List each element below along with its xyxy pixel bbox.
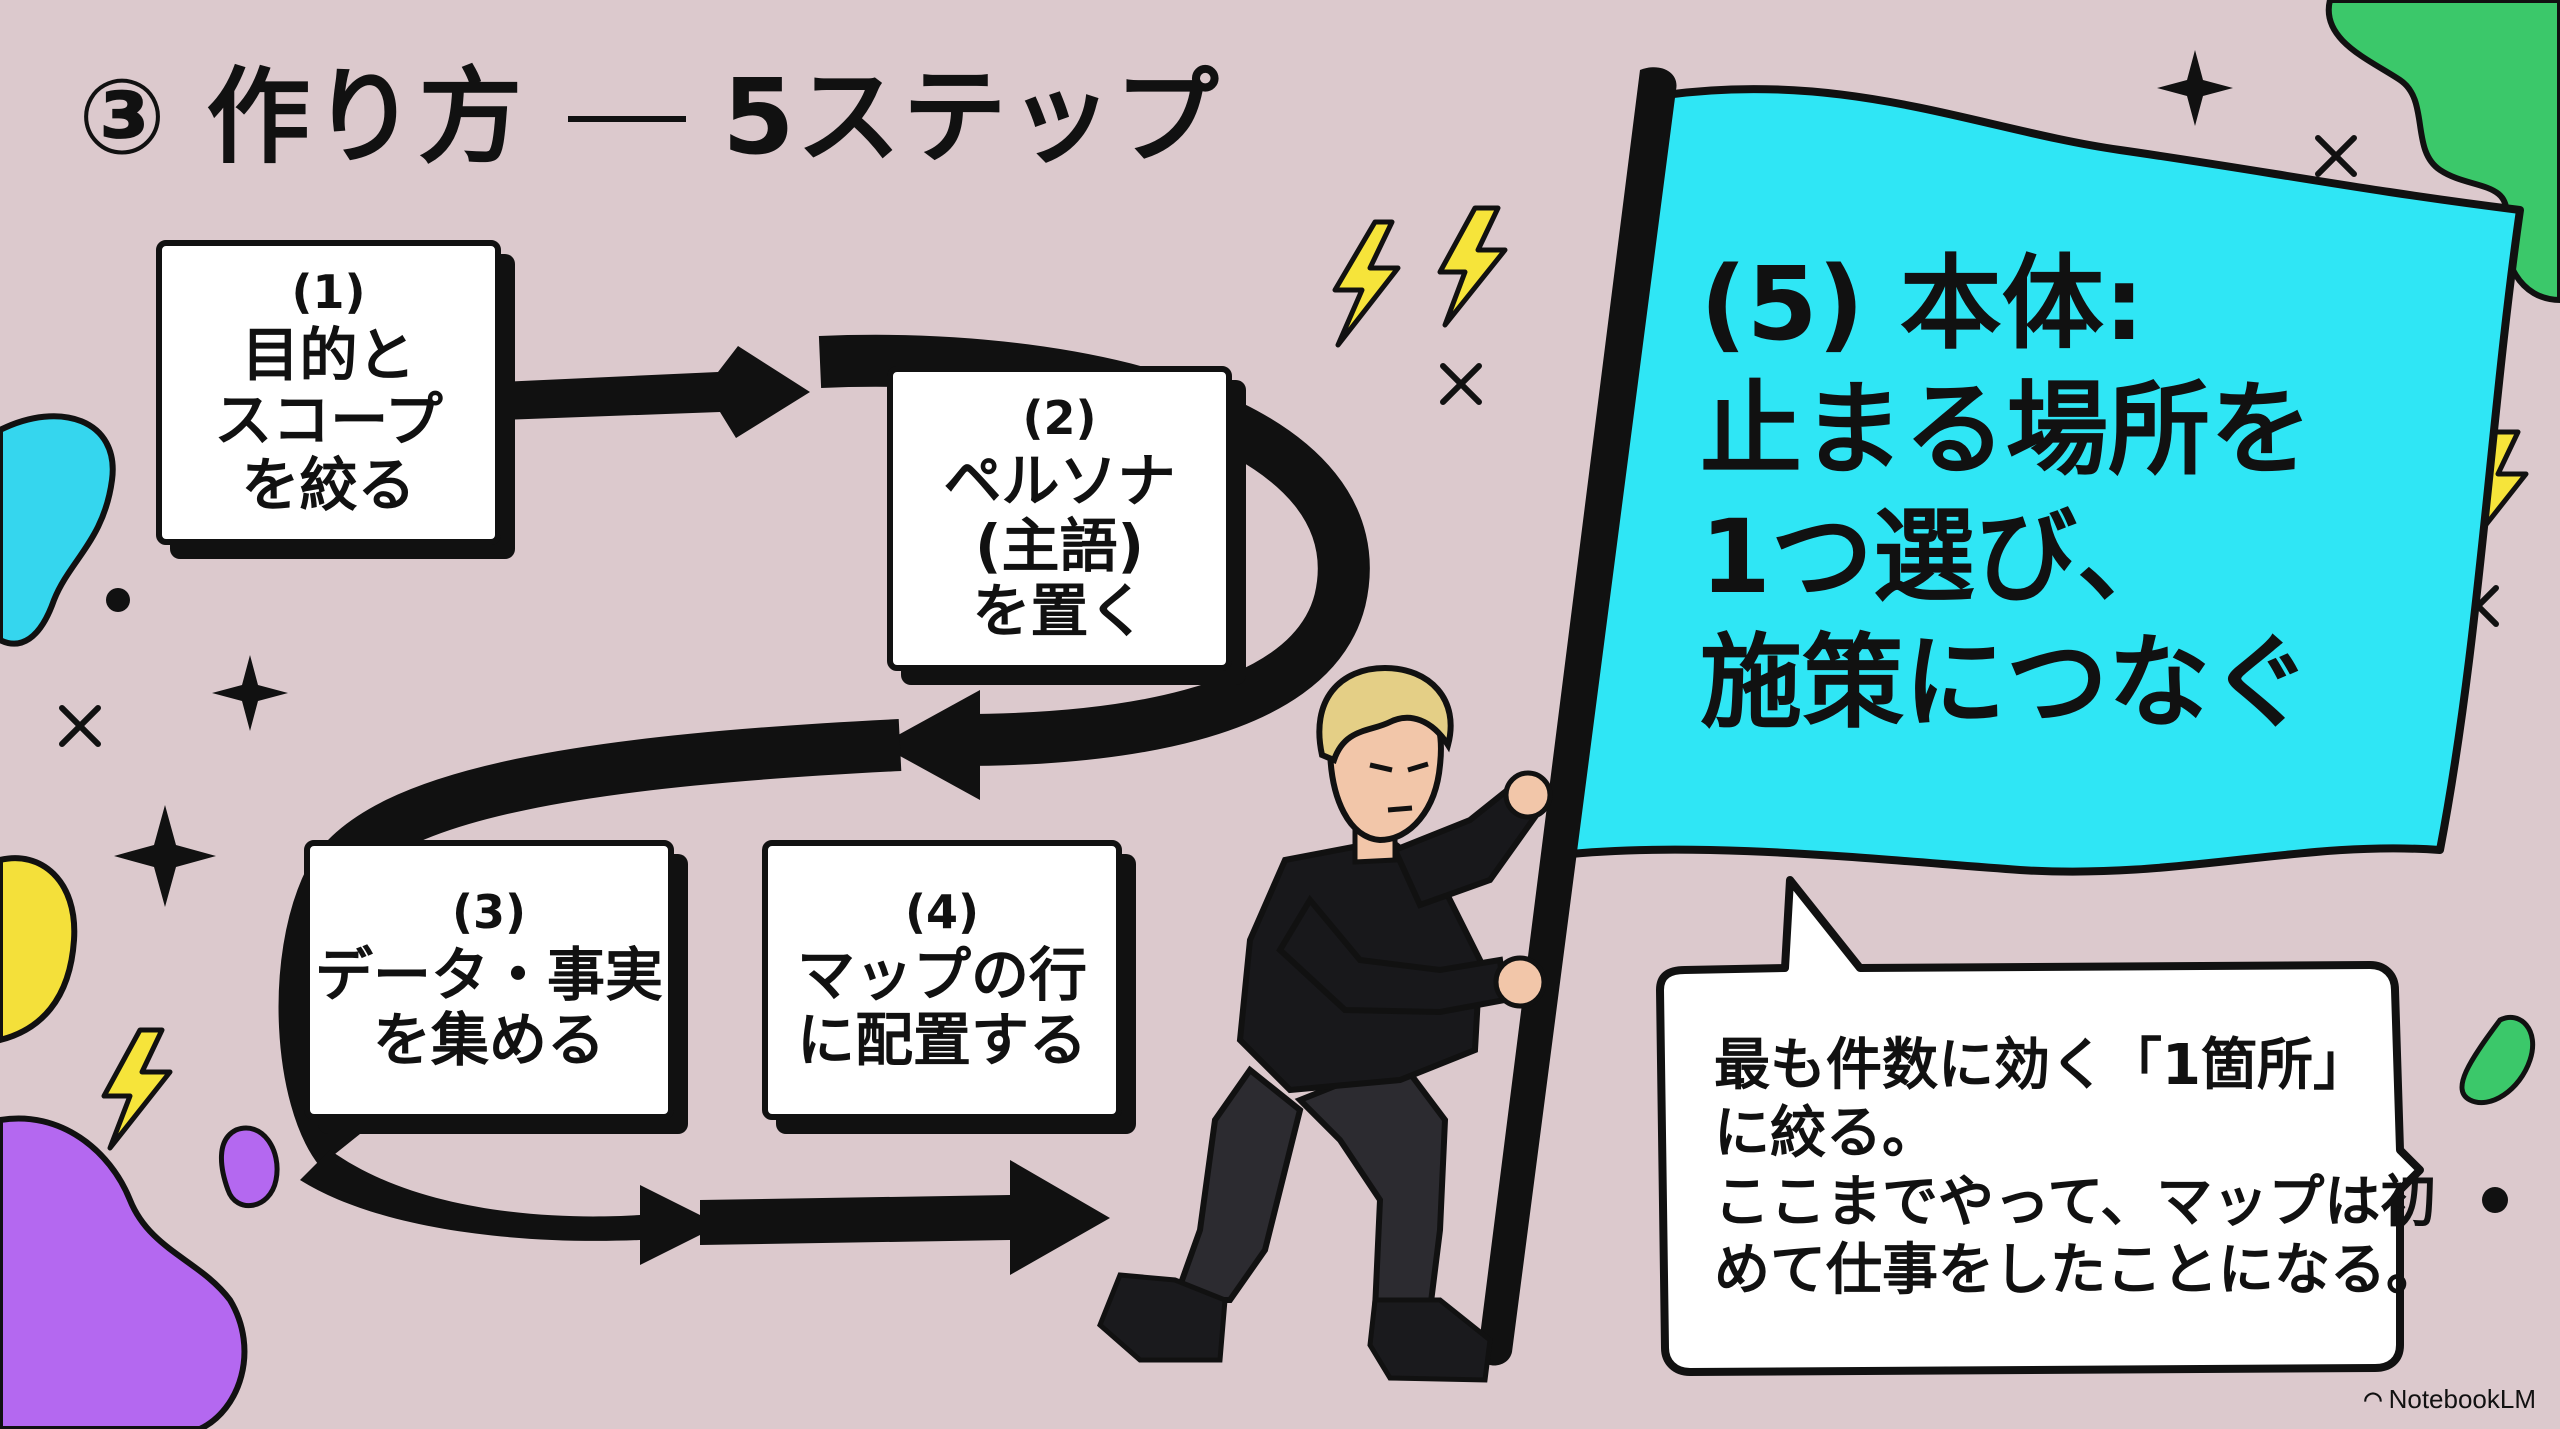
- sparkle-icon: [114, 805, 216, 907]
- step-box-4: (4) マップの行 に配置する: [762, 840, 1122, 1120]
- step-text: 目的と スコープ を絞る: [214, 320, 443, 519]
- flow-arrow-1: [500, 346, 810, 438]
- title-number: ③: [78, 56, 169, 178]
- title-left: 作り方: [206, 56, 525, 178]
- lightning-icon: [1332, 219, 1401, 348]
- bubble-text: 最も件数に効く「1箇所」 に絞る。 ここまでやって、マップは初 めて仕事をしたこ…: [1714, 1033, 2442, 1303]
- purple-blob-left: [0, 1115, 248, 1429]
- step-number: (3): [451, 885, 527, 940]
- step-box-1: (1) 目的と スコープ を絞る: [156, 240, 501, 545]
- step-box-3: (3) データ・事実 を集める: [304, 840, 674, 1120]
- purple-blob-small: [218, 1125, 280, 1208]
- page-title: ③ 作り方 5ステップ: [78, 56, 1221, 178]
- step-text: ペルソナ (主語) を置く: [943, 446, 1176, 645]
- step-text: マップの行 に配置する: [796, 940, 1087, 1074]
- sparkle-icon: [212, 655, 288, 731]
- x-mark-icon: [1440, 363, 1482, 405]
- flag-text: (5) 本体: 止まる場所を 1つ選び、 施策につなぐ: [1700, 245, 2312, 744]
- x-mark-icon: [2315, 135, 2357, 177]
- title-dash: [568, 115, 687, 122]
- step-box-2: (2) ペルソナ (主語) を置く: [887, 366, 1232, 671]
- green-blob-bottom-right: [2459, 1014, 2536, 1106]
- cyan-blob-left: [0, 413, 116, 647]
- speech-bubble: [1656, 876, 2424, 1376]
- notebooklm-logo-icon: ◠: [2363, 1386, 2383, 1412]
- lightning-icon: [1437, 205, 1508, 328]
- brand-badge: ◠ NotebookLM: [2363, 1384, 2536, 1415]
- sparkle-icon: [2157, 50, 2233, 126]
- x-mark-icon: [59, 705, 101, 747]
- brand-name: NotebookLM: [2388, 1384, 2536, 1414]
- person-illustration: [1097, 664, 1553, 1383]
- step-number: (1): [291, 265, 366, 320]
- dot-icon: [106, 588, 130, 612]
- flow-arrowhead-to-left: [880, 690, 980, 800]
- step-number: (2): [1022, 391, 1097, 446]
- dot-icon: [2482, 1187, 2508, 1213]
- flow-arrow-bottom-2: [700, 1160, 1110, 1275]
- flag-pole: [1478, 67, 1677, 1366]
- title-right: 5ステップ: [722, 56, 1221, 178]
- flow-arrow-bottom-1: [300, 1150, 720, 1265]
- step-text: データ・事実 を集める: [314, 940, 663, 1074]
- step-number: (4): [904, 885, 980, 940]
- lightning-icon: [101, 1027, 173, 1151]
- yellow-blob-left: [0, 855, 78, 1044]
